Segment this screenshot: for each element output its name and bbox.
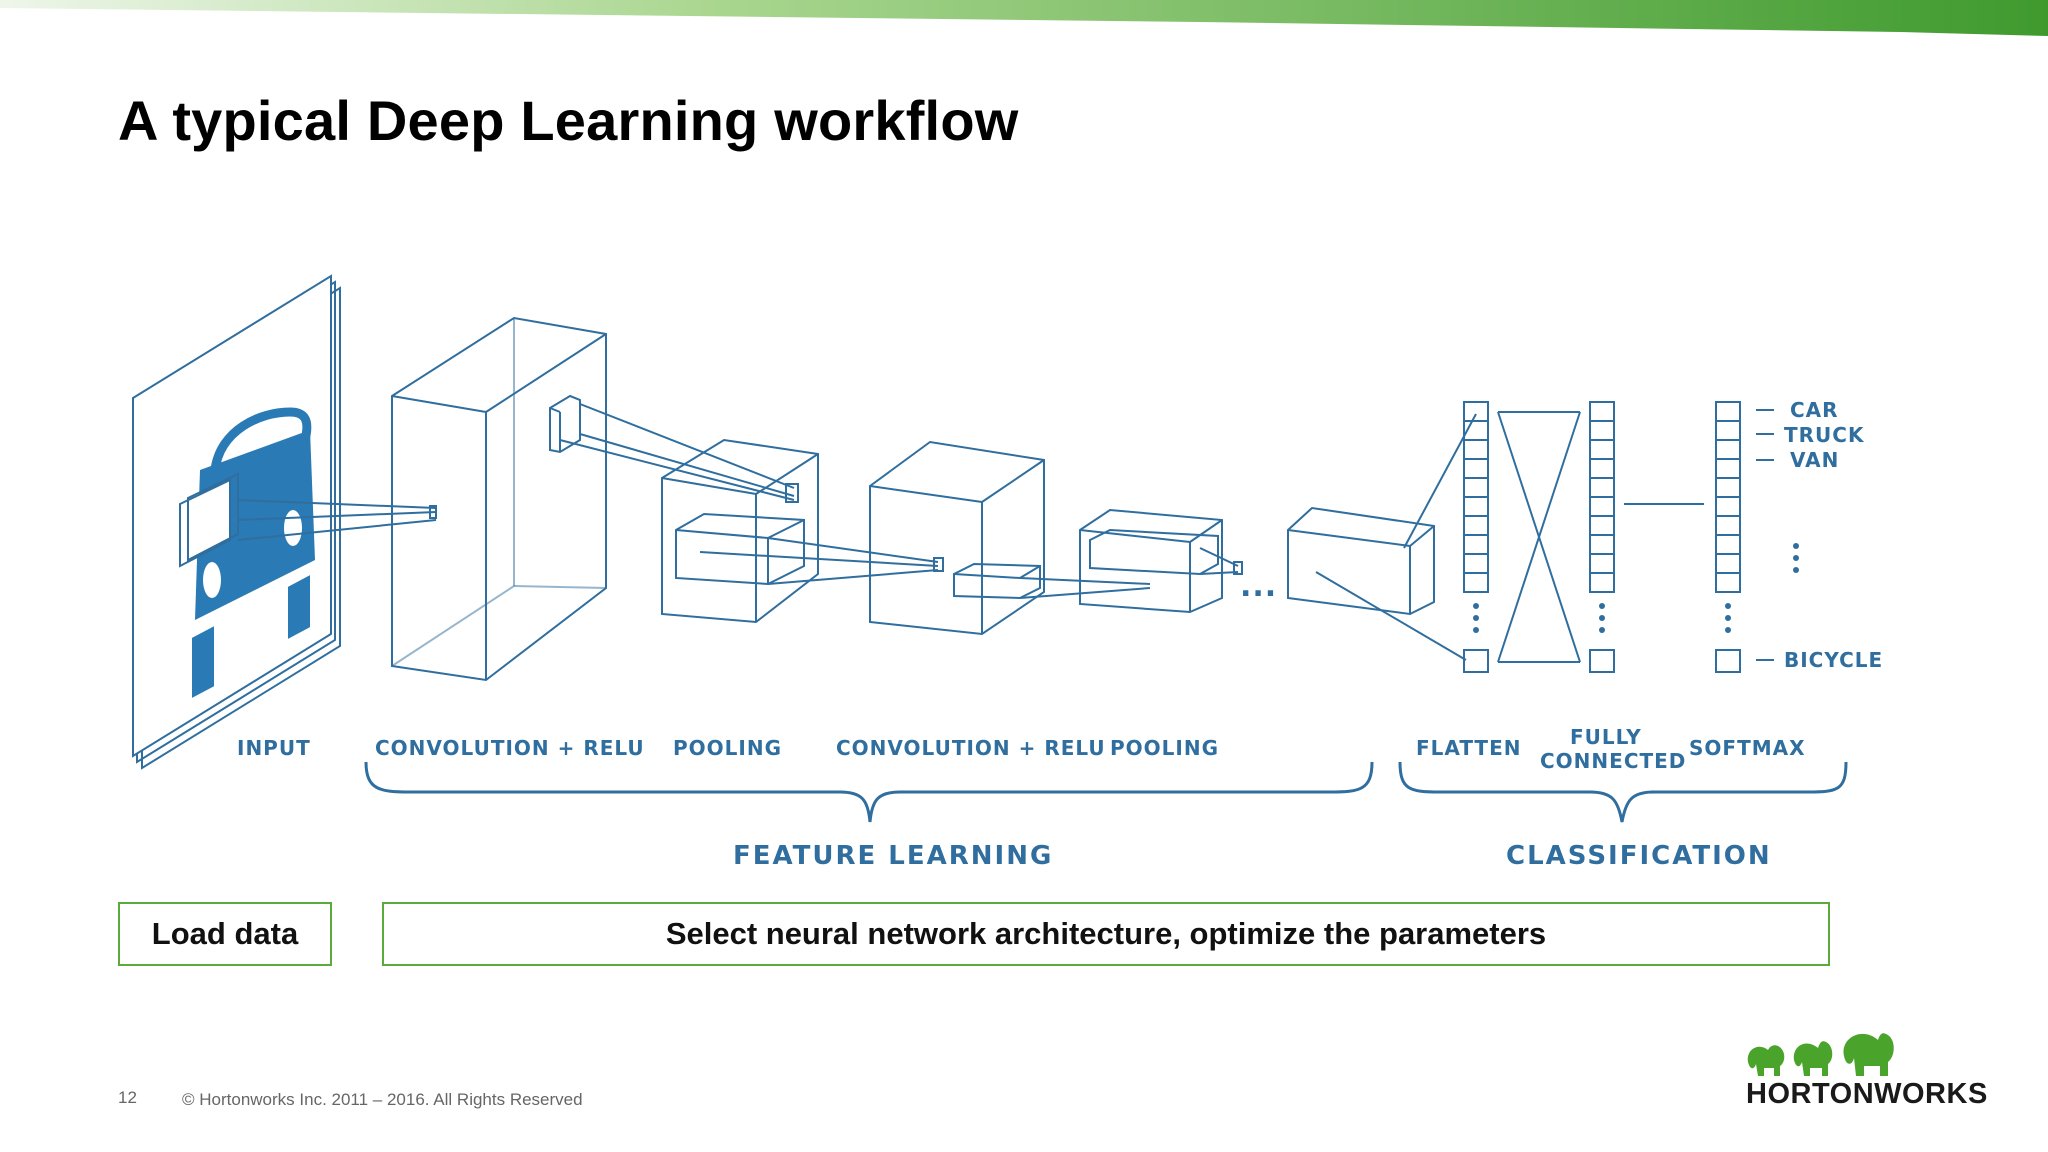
class-truck: TRUCK <box>1784 423 1865 447</box>
hortonworks-elephants-logo <box>1747 1033 1894 1076</box>
top-gradient-bar <box>0 0 2048 36</box>
stage-softmax: SOFTMAX <box>1689 736 1806 760</box>
stage-pool2: POOLING <box>1110 736 1219 760</box>
classification-brace <box>1398 761 1848 823</box>
stage-input: INPUT <box>237 736 311 760</box>
softmax-column <box>1715 401 1741 673</box>
final-feature-block <box>1287 506 1435 616</box>
class-bicycle: BICYCLE <box>1784 648 1883 672</box>
hortonworks-logo-text: HORTONWORKS <box>1746 1078 1988 1110</box>
fully-connected-column <box>1589 401 1615 673</box>
load-data-box: Load data <box>118 902 332 966</box>
class-van: VAN <box>1790 448 1839 472</box>
slide-title: A typical Deep Learning workflow <box>118 89 1019 152</box>
group-feature-learning: FEATURE LEARNING <box>733 841 1053 871</box>
car-icon <box>192 407 315 698</box>
select-architecture-box: Select neural network architecture, opti… <box>382 902 1830 966</box>
flatten-column <box>1463 401 1489 673</box>
dots-group <box>1473 543 1799 633</box>
stage-conv1: CONVOLUTION + RELU <box>375 736 645 760</box>
ellipsis-label: ... <box>1240 569 1277 604</box>
stage-flatten: FLATTEN <box>1416 736 1521 760</box>
copyright-text: © Hortonworks Inc. 2011 – 2016. All Righ… <box>182 1090 583 1109</box>
stage-conv2: CONVOLUTION + RELU <box>836 736 1106 760</box>
stage-fully-line1: FULLY <box>1570 725 1642 749</box>
conv1-block <box>391 316 607 682</box>
stage-fully-line2: CONNECTED <box>1540 749 1686 773</box>
class-car: CAR <box>1790 398 1839 422</box>
group-classification: CLASSIFICATION <box>1506 841 1772 871</box>
feature-learning-brace <box>364 761 1374 823</box>
page-number: 12 <box>118 1088 137 1107</box>
stage-pool1: POOLING <box>673 736 782 760</box>
pool2-block <box>1079 508 1223 614</box>
conv2-block <box>869 440 1045 636</box>
pool1-block <box>661 438 819 624</box>
